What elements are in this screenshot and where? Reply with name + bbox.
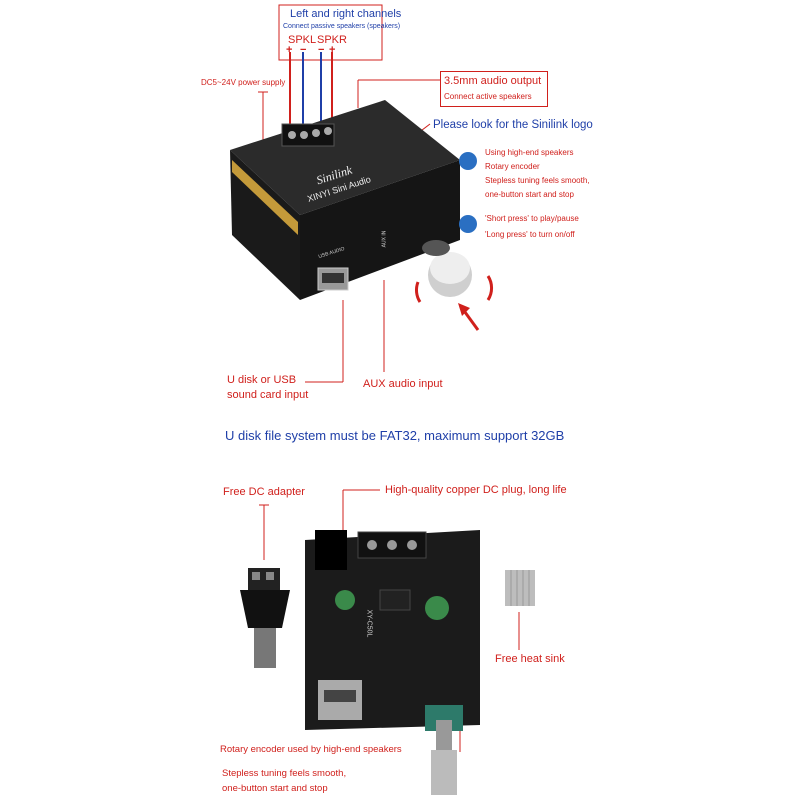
channels-subtitle: Connect passive speakers (speakers)	[283, 23, 401, 30]
copper-plug-label: High-quality copper DC plug, long life	[385, 484, 567, 496]
fat32-note: U disk file system must be FAT32, maximu…	[225, 428, 565, 443]
feature1-line-c: Stepless tuning feels smooth,	[485, 176, 590, 185]
encoder-line-a: Rotary encoder used by high-end speakers	[220, 744, 402, 755]
feature1-line-b: Rotary encoder	[485, 162, 540, 171]
power-supply-label: DC5~24V power supply	[201, 78, 286, 87]
encoder-line-b: Stepless tuning feels smooth,	[222, 768, 347, 779]
spkl-minus: −	[300, 44, 307, 56]
feature1-line-d: one-button start and stop	[485, 190, 574, 199]
channels-title: Left and right channels	[290, 8, 402, 20]
spkr-plus: +	[329, 44, 336, 56]
feature2-line-a: 'Short press' to play/pause	[485, 214, 579, 223]
heat-sink	[505, 570, 535, 606]
spkl-plus: +	[286, 44, 293, 56]
encoder-line-c: one-button start and stop	[222, 783, 328, 794]
audio-output-box	[440, 71, 548, 107]
audio-output-subtitle: Connect active speakers	[444, 92, 532, 101]
heat-sink-label: Free heat sink	[495, 653, 565, 665]
spkr-minus: −	[318, 44, 325, 56]
dc-adapter	[240, 568, 290, 668]
device-aux-label: AUX IN	[381, 230, 388, 248]
spkl-label: SPKL	[288, 34, 317, 46]
press-icon	[459, 215, 477, 233]
usb-input-line-b: sound card input	[227, 389, 309, 401]
feature1-line-a: Using high-end speakers	[485, 148, 574, 157]
logo-note: Please look for the Sinilink logo	[433, 119, 593, 131]
dc-adapter-label: Free DC adapter	[223, 486, 305, 498]
pcb-board	[305, 530, 480, 795]
usb-input-line-a: U disk or USB	[227, 374, 297, 386]
amplifier-device	[230, 100, 493, 331]
pcb-model-label: XY-C50L	[365, 609, 373, 638]
audio-output-title: 3.5mm audio output	[444, 75, 542, 87]
rotate-icon	[459, 152, 477, 170]
aux-input-label: AUX audio input	[363, 378, 443, 390]
spkr-label: SPKR	[317, 34, 347, 46]
feature2-line-b: 'Long press' to turn on/off	[485, 230, 575, 239]
